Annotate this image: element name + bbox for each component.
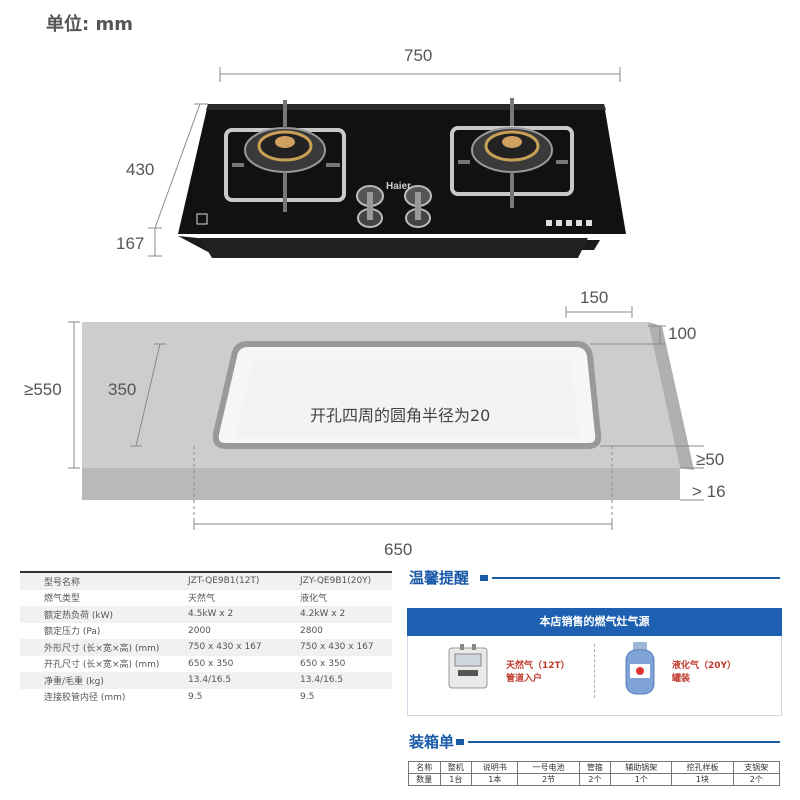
spec-value: 天然气 <box>188 594 216 605</box>
spec-value: 9.5 <box>300 691 315 702</box>
dim-back-margin-label: 150 <box>580 288 609 307</box>
radius-note: 开孔四周的圆角半径为20 <box>310 406 491 425</box>
gas-cylinder-icon <box>625 642 655 695</box>
spec-value: JZT-QE9B1(12T) <box>174 571 292 590</box>
packing-header-cell: 名称 <box>408 761 441 774</box>
spec-label: 外形尺寸 (长×宽×高) (mm) <box>44 643 160 654</box>
spec-value: 650 x 350 <box>188 658 234 669</box>
spec-value: 13.4/16.5 <box>188 675 232 686</box>
left-burner <box>224 100 346 212</box>
spec-label: 开孔尺寸 (长×宽×高) (mm) <box>44 660 160 671</box>
spec-row: 燃气类型 天然气 液化气 <box>20 589 392 606</box>
packing-header-cell: 说明书 <box>471 761 519 774</box>
feature-icons <box>546 220 592 226</box>
dim-counter-depth-label: ≥550 <box>24 380 62 399</box>
gas-source-banner: 本店销售的燃气灶气源 <box>407 608 782 636</box>
dim-counter-thickness-label: > 16 <box>692 482 726 501</box>
dim-front-margin-label: ≥50 <box>696 450 725 469</box>
lpg-supply: 罐装 <box>672 674 691 684</box>
dimension-drawing: Haier <box>68 67 704 530</box>
spec-row: 额定热负荷 (kW) 4.5kW x 2 4.2kW x 2 <box>20 606 392 623</box>
spec-row: 开孔尺寸 (长×宽×高) (mm) 650 x 350 650 x 350 <box>20 655 392 672</box>
packing-header-row: 名称整机说明书一号电池管箍辅助锅架挖孔样板支锅架 <box>408 761 781 774</box>
spec-row: 连接胶管内径 (mm) 9.5 9.5 <box>20 688 392 705</box>
spec-value: 13.4/16.5 <box>300 675 344 686</box>
countertop-dimension-lines <box>68 306 704 530</box>
packing-title-rule <box>468 741 780 743</box>
gas-divider <box>594 644 595 698</box>
dim-width-label: 750 <box>404 46 433 65</box>
spec-value: 4.2kW x 2 <box>300 609 346 620</box>
natural-gas-label: 天然气（12T） 管道入户 <box>506 660 570 686</box>
spec-label: 燃气类型 <box>44 594 81 605</box>
spec-value: 2800 <box>300 625 323 636</box>
lpg-type: 液化气（20Y） <box>672 661 737 671</box>
gas-meter-icon <box>448 644 488 689</box>
packing-header-cell: 支锅架 <box>732 761 781 774</box>
packing-header-cell: 管箍 <box>578 761 612 774</box>
spec-value: 液化气 <box>300 594 328 605</box>
packing-title: 装箱单 <box>409 733 455 751</box>
lpg-label: 液化气（20Y） 罐装 <box>672 660 736 686</box>
spec-value: 4.5kW x 2 <box>188 609 234 620</box>
left-knob <box>356 185 384 228</box>
packing-value-cell: 1本 <box>471 773 519 786</box>
packing-value-cell: 2个 <box>732 773 781 786</box>
packing-value-cell: 1台 <box>439 773 473 786</box>
gas-stove-image: Haier <box>178 98 626 258</box>
packing-header-cell: 一号电池 <box>517 761 580 774</box>
spec-value: JZY-QE9B1(20Y) <box>292 571 392 590</box>
spec-label: 额定热负荷 (kW) <box>44 610 113 621</box>
width-dimension-line <box>219 67 621 82</box>
reminder-title-rule <box>492 577 780 579</box>
haier-logo: Haier <box>386 181 411 192</box>
natural-gas-supply: 管道入户 <box>506 674 543 684</box>
natural-gas-type: 天然气（12T） <box>506 661 570 671</box>
spec-row: 净重/毛重 (kg) 13.4/16.5 13.4/16.5 <box>20 672 392 689</box>
spec-label: 净重/毛重 (kg) <box>44 676 104 687</box>
spec-value: 2000 <box>188 625 211 636</box>
packing-value-cell: 2个 <box>578 773 612 786</box>
right-knob <box>404 185 432 228</box>
reminder-title-marker <box>480 575 488 581</box>
packing-header-cell: 整机 <box>439 761 473 774</box>
spec-row: 额定压力 (Pa) 2000 2800 <box>20 622 392 639</box>
packing-value-cell: 1块 <box>671 773 734 786</box>
dim-side-margin-label: 100 <box>668 324 697 343</box>
spec-row: 外形尺寸 (长×宽×高) (mm) 750 x 430 x 167 750 x 43… <box>20 639 392 656</box>
packing-header-cell: 辅助锅架 <box>610 761 673 774</box>
unit-label: 单位: mm <box>46 14 133 35</box>
right-burner <box>450 98 574 208</box>
spec-value: 750 x 430 x 167 <box>188 642 262 653</box>
spec-value: 9.5 <box>188 691 203 702</box>
packing-value-cell: 数量 <box>408 773 441 786</box>
dim-depth-label: 430 <box>126 160 155 179</box>
spec-value: 650 x 350 <box>300 658 346 669</box>
packing-title-marker <box>456 739 464 745</box>
dim-cut-depth-label: 350 <box>108 380 137 399</box>
dim-height-label: 167 <box>116 234 145 253</box>
spec-label: 连接胶管内径 (mm) <box>44 693 126 704</box>
spec-label: 额定压力 (Pa) <box>44 627 101 638</box>
safety-icon <box>196 213 208 225</box>
spec-value: 750 x 430 x 167 <box>300 642 374 653</box>
reminder-title: 温馨提醒 <box>409 569 470 587</box>
countertop-diagram <box>82 322 694 500</box>
packing-header-cell: 挖孔样板 <box>671 761 734 774</box>
height-dimension-line <box>148 228 162 257</box>
packing-value-cell: 1个 <box>610 773 673 786</box>
dim-cut-width-label: 650 <box>384 540 413 559</box>
spec-label: 型号名称 <box>20 571 174 590</box>
packing-value-cell: 2节 <box>517 773 580 786</box>
